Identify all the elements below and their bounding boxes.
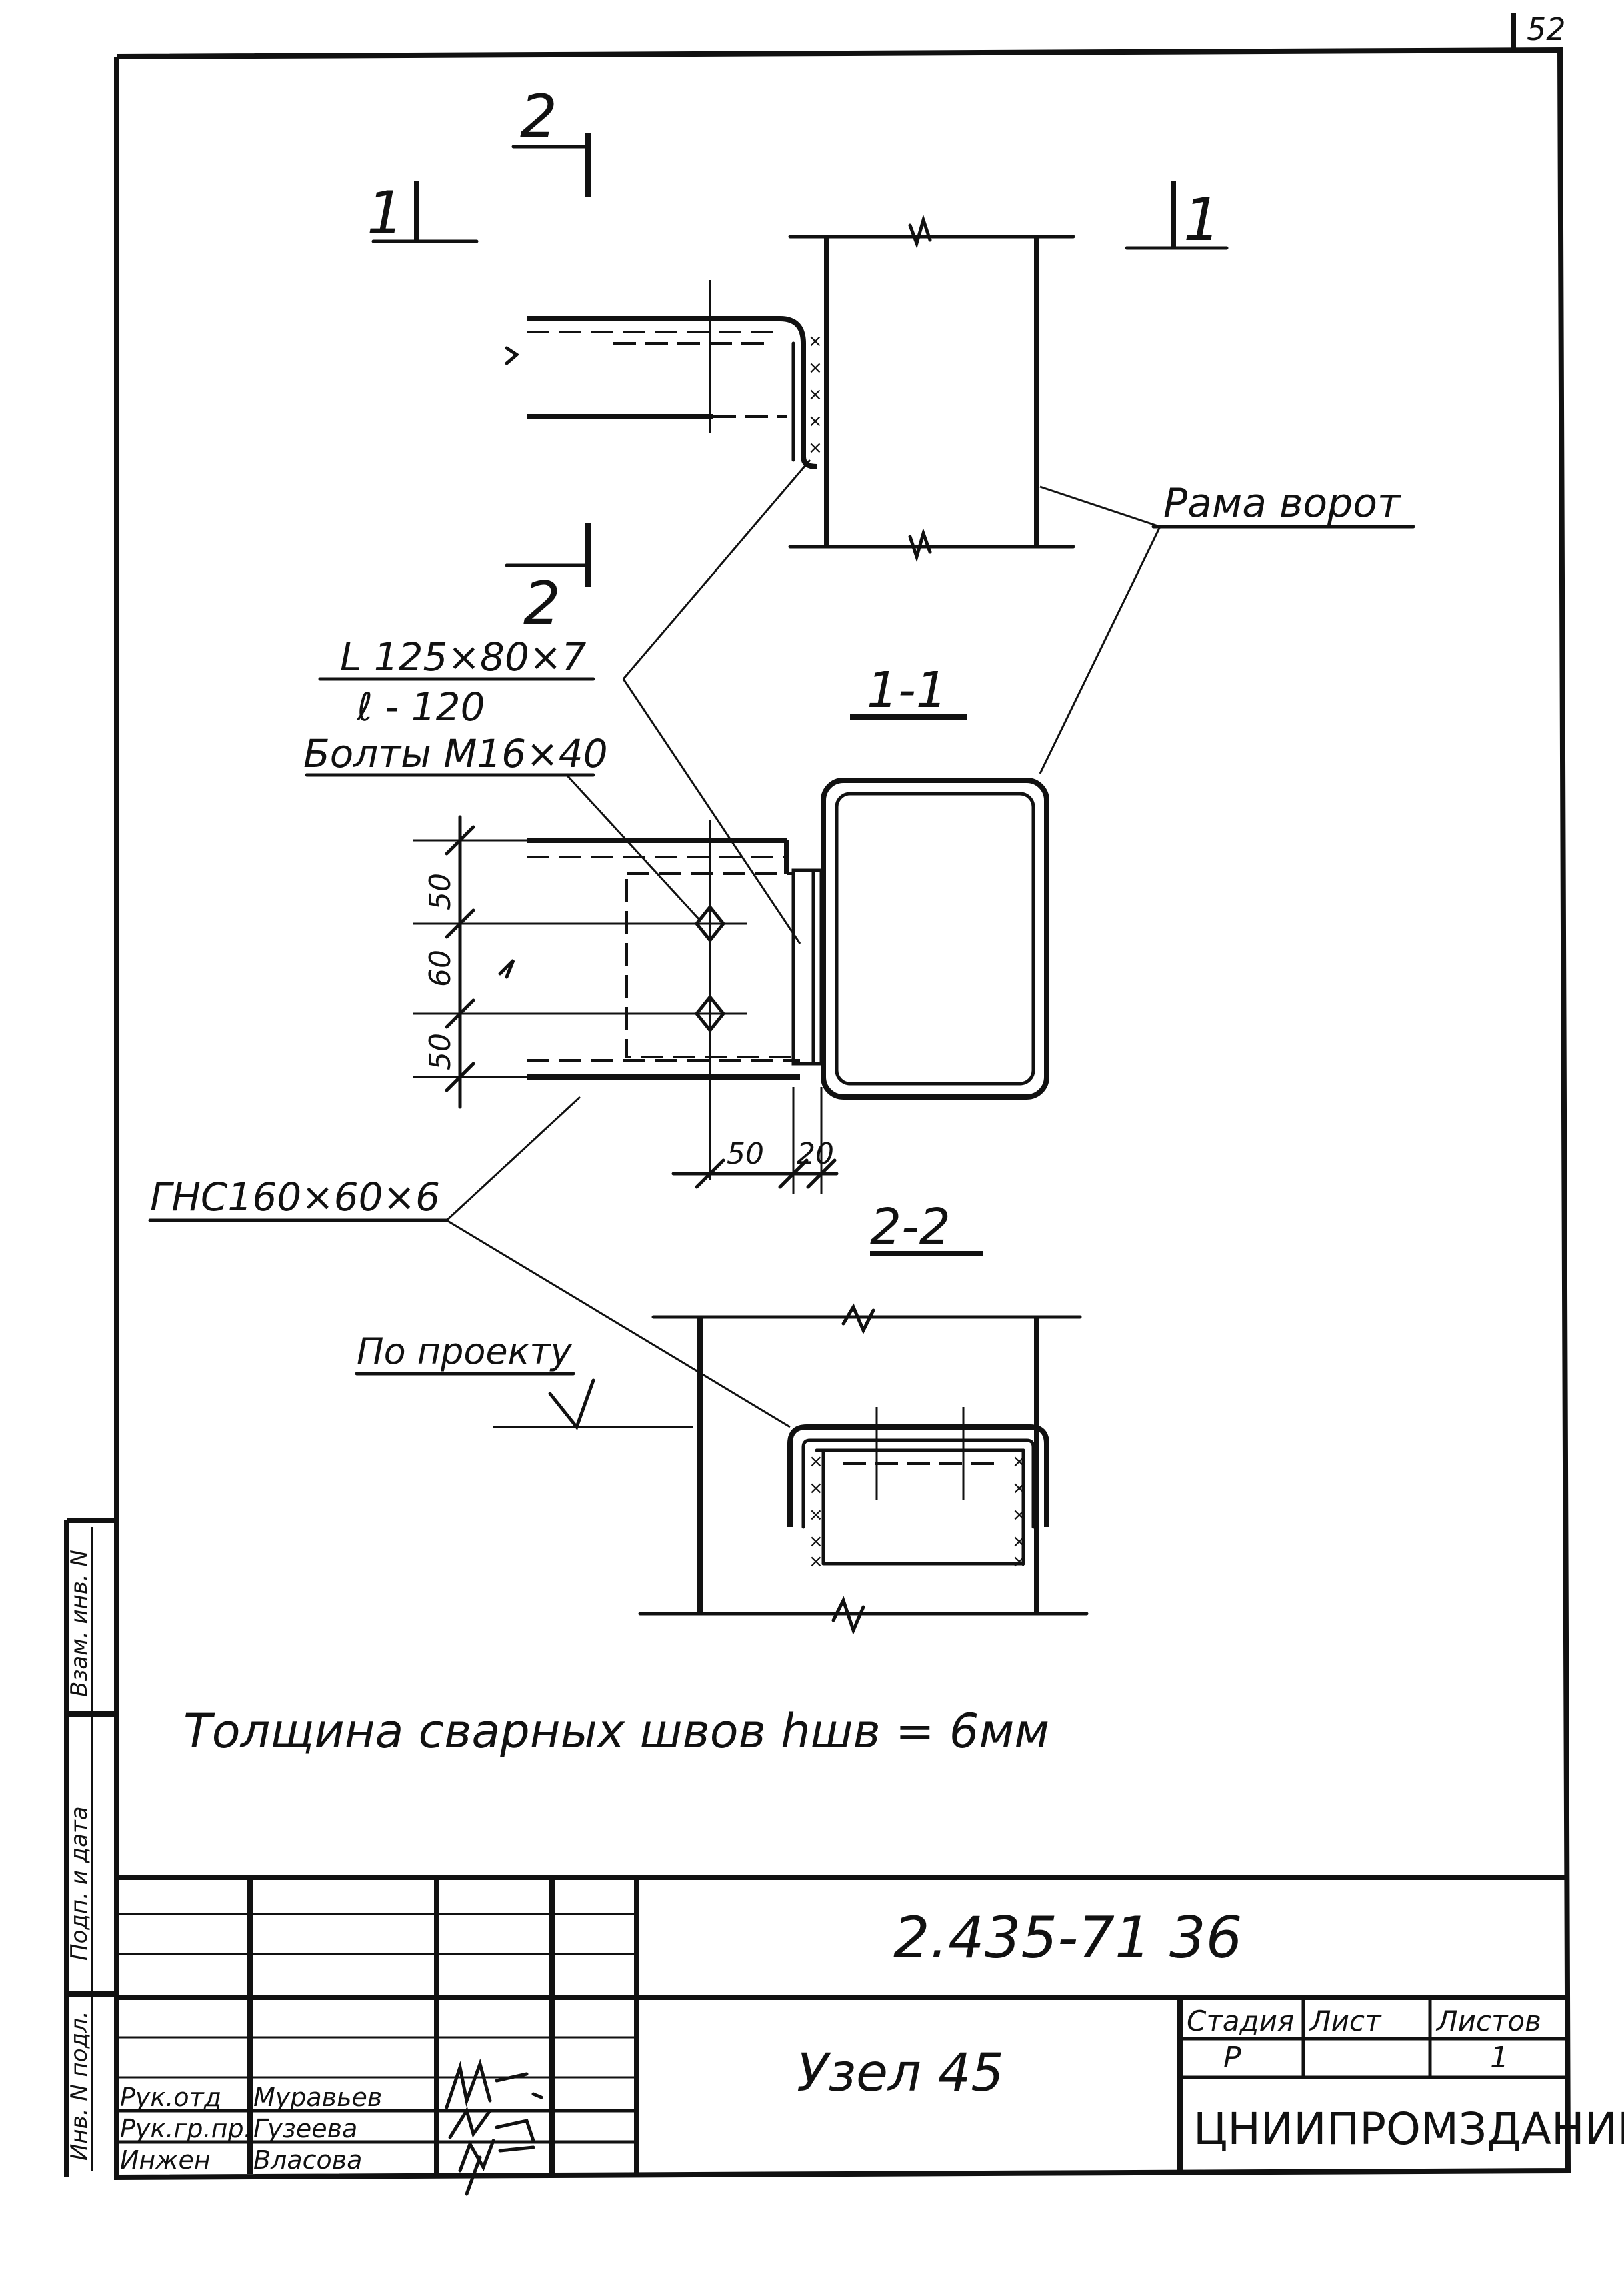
angle-label: L 125×80×7 bbox=[340, 634, 586, 680]
svg-text:×: × bbox=[1012, 1452, 1027, 1472]
staff-name-1: Муравьев bbox=[253, 2083, 382, 2112]
node-name: Узел 45 bbox=[797, 2043, 1004, 2103]
svg-text:×: × bbox=[809, 1478, 823, 1498]
stage-label: Стадия bbox=[1187, 2005, 1294, 2037]
svg-text:×: × bbox=[1012, 1552, 1027, 1572]
stamp-inv-replace: Взам. инв. N bbox=[66, 1550, 93, 1697]
staff-name-3: Власова bbox=[253, 2145, 362, 2175]
length-label: ℓ - 120 bbox=[356, 684, 485, 730]
dimension-50-horizontal: 50 bbox=[727, 1137, 764, 1171]
section-mark-2-bottom: 2 bbox=[523, 569, 561, 638]
organization-name: ЦНИИПРОМЗДАНИЙ bbox=[1193, 2103, 1624, 2155]
dimension-50-top: 50 bbox=[423, 873, 457, 910]
signature-2 bbox=[448, 2106, 535, 2143]
side-stamp: Взам. инв. N Подп. и дата Инв. N подл. bbox=[64, 1518, 117, 2177]
svg-text:×: × bbox=[1012, 1532, 1027, 1552]
section-2-2: × × × × × × × × × × bbox=[638, 1251, 1089, 1636]
svg-text:×: × bbox=[809, 1505, 823, 1525]
corner-mark: 52 bbox=[1527, 11, 1566, 47]
section-mark-1-left: 1 bbox=[367, 179, 404, 247]
staff-role-1: Рук.отд bbox=[120, 2083, 221, 2112]
section-title-1-1: 1-1 bbox=[867, 662, 947, 719]
svg-text:×: × bbox=[1012, 1478, 1027, 1498]
top-view: × × × × × bbox=[505, 214, 1075, 563]
title-block: 2.435-71 36 Узел 45 Стадия Лист Листов Р… bbox=[115, 1875, 1624, 2196]
staff-role-3: Инжен bbox=[120, 2145, 211, 2175]
svg-text:×: × bbox=[808, 438, 823, 458]
sheet-label: Лист bbox=[1309, 2005, 1382, 2037]
weld-marks-top: × bbox=[808, 331, 823, 351]
bolts-label: Болты М16×40 bbox=[303, 731, 608, 776]
section-mark-1-right: 1 bbox=[1183, 185, 1221, 254]
dimension-60: 60 bbox=[423, 950, 457, 987]
section-1-1 bbox=[413, 714, 1049, 1194]
weld-thickness-note: Толщина сварных швов hшв = 6мм bbox=[183, 1704, 1049, 1759]
svg-text:×: × bbox=[808, 358, 823, 378]
stamp-sign-date: Подп. и дата bbox=[66, 1806, 93, 1961]
section-title-2-2: 2-2 bbox=[870, 1198, 951, 1256]
staff-role-2: Рук.гр.пр. bbox=[120, 2114, 252, 2143]
sheet-frame: 52 bbox=[114, 11, 1571, 2181]
stamp-inv-original: Инв. N подл. bbox=[66, 2011, 93, 2161]
svg-text:×: × bbox=[808, 411, 823, 431]
dimension-20: 20 bbox=[797, 1137, 834, 1171]
sheets-value: 1 bbox=[1490, 2041, 1509, 2075]
section-marks: 2 2 1 1 bbox=[367, 82, 1229, 638]
document-code: 2.435-71 36 bbox=[893, 1905, 1242, 1971]
sheets-label: Листов bbox=[1435, 2005, 1541, 2037]
signature-3 bbox=[458, 2139, 535, 2196]
per-project-label: По проекту bbox=[357, 1330, 573, 1372]
svg-text:×: × bbox=[809, 1532, 823, 1552]
svg-text:×: × bbox=[1012, 1505, 1027, 1525]
stage-value: Р bbox=[1223, 2041, 1241, 2075]
dimension-50-bottom: 50 bbox=[423, 1033, 457, 1070]
staff-name-2: Гузеева bbox=[253, 2114, 357, 2143]
leaders bbox=[148, 459, 1415, 1431]
channel-label: ГНС160×60×6 bbox=[150, 1174, 440, 1220]
gate-frame-label: Рама ворот bbox=[1163, 480, 1402, 527]
weld-marks-section-2-2: × bbox=[809, 1452, 823, 1472]
svg-text:×: × bbox=[809, 1552, 823, 1572]
signature-1 bbox=[445, 2058, 543, 2109]
section-mark-2-top: 2 bbox=[520, 82, 557, 151]
svg-text:×: × bbox=[808, 385, 823, 405]
